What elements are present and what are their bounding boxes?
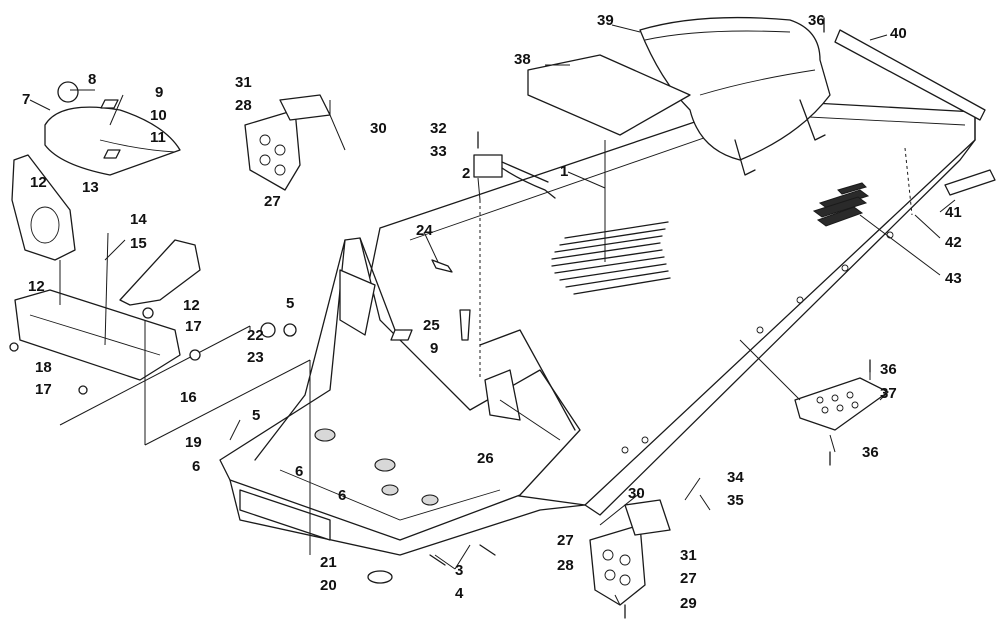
- callout-10: 10: [150, 107, 167, 124]
- callout-29: 29: [680, 595, 697, 612]
- callout-8: 8: [88, 71, 96, 88]
- callout-14: 14: [130, 211, 147, 228]
- callout-26: 26: [477, 450, 494, 467]
- front-bumper-part: [14, 289, 181, 381]
- callout-9-top: 9: [155, 84, 163, 101]
- callout-27-top: 27: [264, 193, 281, 210]
- callout-39: 39: [597, 12, 614, 29]
- callout-28-top: 28: [235, 97, 252, 114]
- seat-pad-part: [527, 54, 691, 136]
- callout-12-top: 12: [30, 174, 47, 191]
- callout-13: 13: [82, 179, 99, 196]
- callout-41: 41: [945, 204, 962, 221]
- cap-part: [57, 81, 79, 103]
- rear-step-part: [794, 377, 889, 431]
- tunnel-decal: [812, 182, 870, 227]
- callout-37: 37: [880, 385, 897, 402]
- callout-30-bottom: 30: [628, 485, 645, 502]
- callout-23: 23: [247, 349, 264, 366]
- steering-support-part: [11, 154, 76, 261]
- callout-25: 25: [423, 317, 440, 334]
- bracket-part: [119, 239, 201, 306]
- callout-36-bottom: 36: [862, 444, 879, 461]
- callout-36-mid: 36: [880, 361, 897, 378]
- leader-lines: [29, 24, 956, 606]
- callout-17-right: 17: [185, 318, 202, 335]
- callout-4: 4: [455, 585, 464, 602]
- callout-labels: 1 2 3 4 5 5 6 6 6 6 7 8 9 9 10 11 12 12 …: [22, 12, 962, 612]
- callout-2: 2: [462, 165, 470, 182]
- callout-24: 24: [416, 222, 433, 239]
- callout-40: 40: [890, 25, 907, 42]
- tail-light-part: [944, 169, 996, 196]
- callout-31-bottom: 31: [680, 547, 697, 564]
- callout-30-top: 30: [370, 120, 387, 137]
- callout-21: 21: [320, 554, 337, 571]
- callout-12-left: 12: [28, 278, 45, 295]
- callout-1: 1: [560, 163, 568, 180]
- hardware-bolts: [9, 17, 871, 619]
- callout-43: 43: [945, 270, 962, 287]
- callout-20: 20: [320, 577, 337, 594]
- callout-6-mid: 6: [295, 463, 303, 480]
- footrest-left-part: [244, 94, 331, 191]
- callout-5-lower: 5: [252, 407, 260, 424]
- footrest-right-part: [589, 499, 671, 606]
- callout-6-center: 6: [338, 487, 346, 504]
- callout-27-right-a: 27: [557, 532, 574, 549]
- callout-12-right: 12: [183, 297, 200, 314]
- callout-16: 16: [180, 389, 197, 406]
- belly-pan-upper-part: [44, 106, 181, 176]
- callout-5-upper: 5: [286, 295, 294, 312]
- callout-18: 18: [35, 359, 52, 376]
- callout-42: 42: [945, 234, 962, 251]
- callout-31-top: 31: [235, 74, 252, 91]
- callout-38: 38: [514, 51, 531, 68]
- tunnel-vents: [551, 221, 671, 295]
- callout-28-bottom: 28: [557, 557, 574, 574]
- callout-34: 34: [727, 469, 744, 486]
- callout-7: 7: [22, 91, 30, 108]
- callout-9-mid: 9: [430, 340, 438, 357]
- callout-35: 35: [727, 492, 744, 509]
- callout-15: 15: [130, 235, 147, 252]
- harness-part: [473, 154, 556, 199]
- callout-32: 32: [430, 120, 447, 137]
- seat-part: [639, 16, 831, 176]
- rail-part: [834, 29, 986, 121]
- callout-36-top: 36: [808, 12, 825, 29]
- callout-6-left: 6: [192, 458, 200, 475]
- callout-19: 19: [185, 434, 202, 451]
- callout-3: 3: [455, 562, 463, 579]
- callout-27-right-b: 27: [680, 570, 697, 587]
- callout-17-bottom: 17: [35, 381, 52, 398]
- callout-11: 11: [150, 129, 166, 146]
- callout-33: 33: [430, 143, 447, 160]
- callout-22: 22: [247, 327, 264, 344]
